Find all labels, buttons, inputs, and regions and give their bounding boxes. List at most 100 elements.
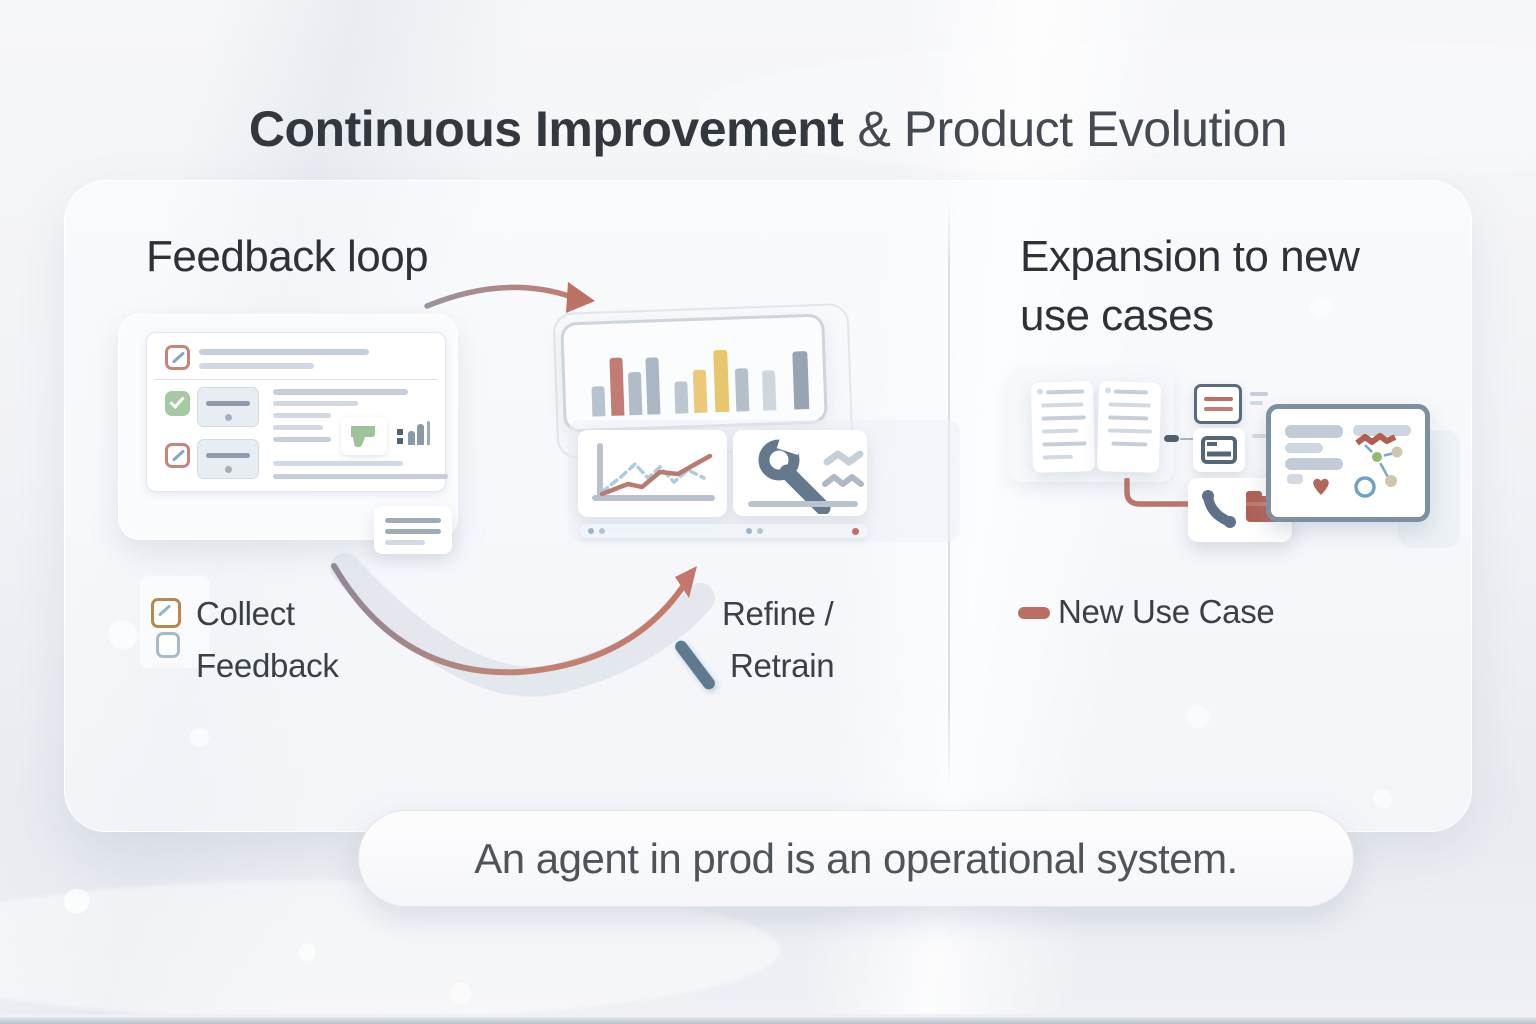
mini-bar-chart-icon [397, 421, 437, 451]
heading-line: Expansion to new [1020, 232, 1360, 281]
expansion-heading: Expansion to new use cases [1020, 232, 1360, 341]
thumbs-icon [351, 426, 375, 448]
icon-square [397, 438, 403, 444]
document-list-icon [1030, 381, 1096, 473]
text-line [385, 540, 425, 545]
doc-line [1111, 441, 1148, 447]
window-dot [599, 528, 605, 534]
caption-line: Retrain [730, 647, 835, 684]
chart-bar [713, 349, 730, 413]
text-line [273, 389, 408, 395]
doc-line [1113, 389, 1148, 395]
red-lines-card-icon [1194, 384, 1242, 424]
doc-dot [1104, 387, 1112, 394]
pencil-checkbox-icon [165, 345, 190, 370]
window-dot [588, 528, 594, 534]
title-strong: Continuous Improvement [248, 101, 844, 157]
monitor-icon [1266, 404, 1430, 522]
chart-bar [761, 370, 777, 411]
line-chart-card [578, 430, 727, 517]
connector-elbow [1124, 478, 1206, 507]
connector-dash [1164, 435, 1179, 442]
doc-line [1042, 454, 1073, 460]
browser-strip [580, 524, 868, 538]
text-line [385, 518, 441, 523]
doc-line [1108, 402, 1151, 408]
icon-bar [408, 431, 415, 445]
window-dot [746, 528, 752, 534]
text-line [273, 461, 403, 466]
chart-bar [792, 351, 810, 410]
tray-card [1193, 428, 1245, 472]
reply-button-graphic [197, 439, 259, 479]
new-use-case-legend: New Use Case [1058, 593, 1275, 630]
feedback-loop-heading: Feedback loop [146, 232, 429, 281]
reply-button-graphic [197, 387, 259, 427]
network-graph-icon [1354, 433, 1403, 498]
text-line [273, 474, 448, 479]
doc-line [1042, 441, 1087, 447]
icon-bar [427, 421, 430, 445]
pencil-checkbox-icon [165, 443, 190, 468]
window-dot-red [852, 528, 859, 535]
side-line [1252, 434, 1266, 438]
title-light: & Product Evolution [857, 101, 1288, 157]
tagline-text: An agent in prod is an operational syste… [474, 834, 1238, 882]
document-list-icon [1096, 381, 1162, 473]
chart-bar [645, 357, 661, 415]
chart-bar [591, 386, 606, 417]
chart-bar [692, 369, 708, 414]
row-divider [155, 379, 437, 380]
check-checkbox-icon [165, 391, 190, 416]
chart-bar [627, 371, 643, 416]
window-dot [757, 528, 763, 534]
line-chart-icon [592, 443, 715, 501]
collect-feedback-caption: Collect Feedback [196, 588, 339, 692]
doc-line [1042, 428, 1079, 434]
chart-bar [609, 357, 625, 416]
caption-line: Refine / [722, 595, 834, 632]
connector-line [1180, 438, 1198, 440]
text-line [385, 529, 441, 534]
red-line [1204, 397, 1233, 401]
legend-dash [1018, 607, 1050, 619]
wrench-icon [748, 432, 864, 514]
thumbs-tile [341, 417, 387, 455]
page-title: Continuous Improvement& Product Evolutio… [0, 100, 1536, 158]
caption-line: Collect [196, 595, 295, 632]
text-line [199, 349, 369, 355]
text-line [273, 437, 331, 442]
background-wave [700, 40, 1536, 180]
checklist-card [146, 332, 448, 492]
tray-icon [1201, 436, 1237, 464]
chart-bar [734, 368, 750, 412]
doc-line [1041, 415, 1086, 421]
bar-chart-tablet [560, 313, 828, 433]
bottom-strip [0, 1014, 1536, 1024]
doc-line [1108, 415, 1149, 421]
heading-line: use cases [1020, 291, 1214, 340]
doc-line [1041, 402, 1084, 408]
heart-icon [1313, 478, 1329, 495]
wrench-card [733, 430, 867, 516]
note-card [374, 506, 452, 554]
monitor-screen [1285, 425, 1411, 498]
text-line [273, 401, 358, 406]
icon-square [397, 429, 403, 435]
text-line [273, 425, 323, 430]
text-line [199, 363, 314, 369]
empty-checkbox-icon [156, 632, 180, 658]
doc-line [1107, 428, 1152, 434]
red-line [1204, 407, 1233, 411]
doc-line [1046, 389, 1085, 395]
chart-bar [674, 381, 689, 414]
bar-chart-icon [564, 339, 824, 418]
side-line [1250, 401, 1263, 405]
refine-retrain-caption: Refine / Retrain [722, 588, 835, 692]
caption-line: Feedback [196, 647, 339, 684]
text-line [273, 413, 331, 418]
pencil-checkbox-icon [151, 598, 181, 628]
side-line [1250, 392, 1268, 396]
icon-bar [417, 424, 424, 445]
